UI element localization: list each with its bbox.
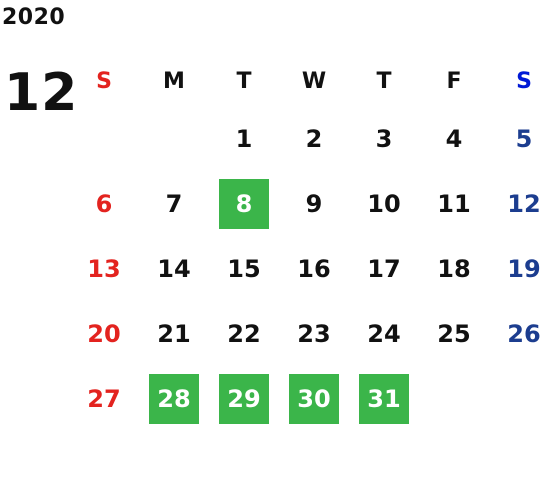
week-row-2: 6 7 8 9 10 11 12 [69, 171, 548, 236]
day-cell[interactable]: 3 [375, 124, 393, 153]
day-cell[interactable]: 19 [507, 254, 541, 283]
weekday-thursday: T [376, 68, 392, 94]
day-cell[interactable]: 18 [437, 254, 471, 283]
day-cell[interactable]: 11 [437, 189, 471, 218]
day-cell-highlighted[interactable]: 28 [139, 366, 209, 431]
weekday-friday: F [446, 68, 462, 94]
day-cell[interactable]: 14 [157, 254, 191, 283]
day-cell [419, 366, 489, 431]
week-row-5: 27 28 29 30 31 [69, 366, 548, 431]
day-cell[interactable]: 23 [297, 319, 331, 348]
day-cell[interactable]: 25 [437, 319, 471, 348]
day-cell[interactable]: 16 [297, 254, 331, 283]
day-cell[interactable]: 24 [367, 319, 401, 348]
day-cell[interactable]: 7 [165, 189, 183, 218]
day-cell[interactable]: 6 [95, 189, 113, 218]
weekday-monday: M [163, 68, 185, 94]
weekday-header-row: S M T W T F S [69, 56, 548, 106]
day-cell [69, 106, 139, 171]
day-cell[interactable]: 1 [235, 124, 253, 153]
day-cell [489, 366, 548, 431]
week-row-4: 20 21 22 23 24 25 26 [69, 301, 548, 366]
day-cell-highlighted[interactable]: 8 [209, 171, 279, 236]
day-cell[interactable]: 26 [507, 319, 541, 348]
week-row-1: 1 2 3 4 5 [69, 106, 548, 171]
day-cell[interactable]: 2 [305, 124, 323, 153]
day-cell[interactable]: 20 [87, 319, 121, 348]
weekday-tuesday: T [236, 68, 252, 94]
year-label: 2020 [2, 5, 66, 30]
day-cell[interactable]: 5 [515, 124, 533, 153]
day-cell[interactable]: 17 [367, 254, 401, 283]
day-cell[interactable]: 13 [87, 254, 121, 283]
weekday-sunday: S [96, 68, 112, 94]
day-cell [139, 106, 209, 171]
day-cell-highlighted[interactable]: 29 [209, 366, 279, 431]
day-cell[interactable]: 15 [227, 254, 261, 283]
calendar-grid: S M T W T F S 1 2 3 4 5 6 7 8 9 10 11 12… [69, 56, 548, 431]
weekday-saturday: S [516, 68, 532, 94]
day-cell[interactable]: 9 [305, 189, 323, 218]
month-label: 12 [4, 63, 79, 123]
day-cell-highlighted[interactable]: 30 [279, 366, 349, 431]
day-cell-highlighted[interactable]: 31 [349, 366, 419, 431]
day-cell[interactable]: 22 [227, 319, 261, 348]
day-cell[interactable]: 27 [87, 384, 121, 413]
day-cell[interactable]: 12 [507, 189, 541, 218]
week-row-3: 13 14 15 16 17 18 19 [69, 236, 548, 301]
day-cell[interactable]: 10 [367, 189, 401, 218]
day-cell[interactable]: 4 [445, 124, 463, 153]
weekday-wednesday: W [301, 68, 327, 94]
day-cell[interactable]: 21 [157, 319, 191, 348]
